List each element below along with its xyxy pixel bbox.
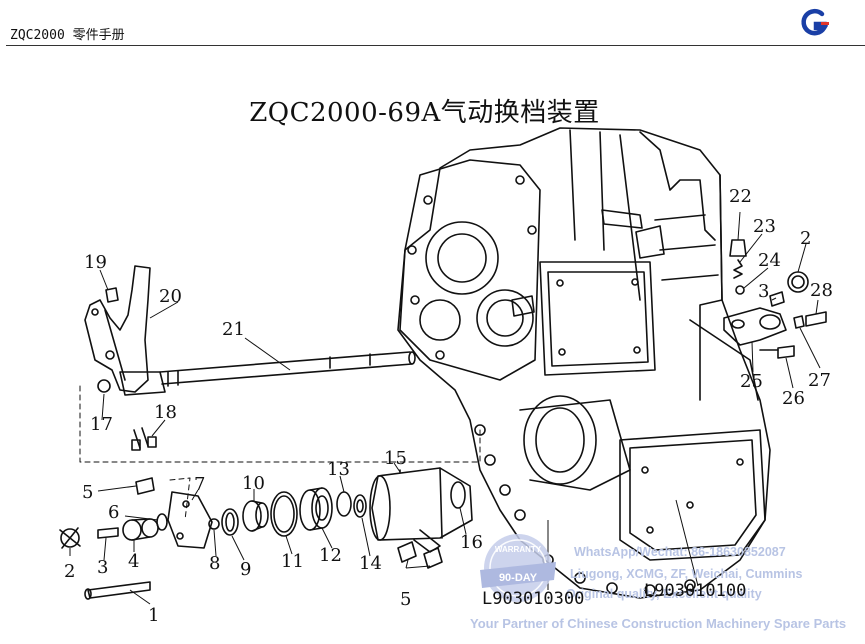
- callout-9: 9: [240, 559, 251, 580]
- callout-10: 10: [242, 473, 265, 494]
- callout-8: 8: [209, 553, 220, 574]
- part-number-cylinder: L903010300: [482, 589, 584, 609]
- watermark-tagline: Your Partner of Chinese Construction Mac…: [470, 616, 846, 631]
- company-logo-icon: [801, 8, 829, 36]
- header-divider: [6, 45, 865, 46]
- callout-7: 7: [194, 474, 205, 495]
- callout-3: 3: [97, 557, 108, 578]
- callout-12: 12: [319, 545, 342, 566]
- air-cylinder-exploded-row: [59, 467, 473, 600]
- seller-watermark: WARRANTY 90-DAY WhatsApp/Wechat: 86-1863…: [470, 534, 846, 631]
- manual-title: ZQC2000 零件手册: [10, 28, 125, 43]
- assembly-boundary: [79, 385, 481, 463]
- shift-fork-assembly: [84, 265, 166, 396]
- callout-11: 11: [281, 551, 304, 572]
- leader-lines: [69, 211, 821, 605]
- stamp-mid-text: 90-DAY: [499, 572, 538, 584]
- callout-18: 18: [154, 402, 177, 423]
- valve-bracket-assembly: [723, 239, 827, 359]
- callout-19: 19: [84, 252, 107, 273]
- page-header: ZQC2000 零件手册: [0, 0, 865, 46]
- callout-16: 16: [460, 532, 483, 553]
- callout-2: 2: [64, 561, 75, 582]
- callout-13: 13: [327, 459, 350, 480]
- callout-25: 25: [740, 371, 763, 392]
- callout-labels: 1 2 2 3 3 4 5 5 6 7 8 9 10 11 12 13 14 1…: [64, 186, 833, 626]
- callout-27: 27: [808, 370, 831, 391]
- callout-21: 21: [222, 319, 245, 340]
- watermark-quality: Original quality, Excellent quality: [566, 587, 762, 601]
- callout-2-upper: 2: [800, 228, 811, 249]
- callout-3-upper: 3: [758, 281, 769, 302]
- callout-24: 24: [758, 250, 781, 271]
- lockwasher-and-bolts: [97, 379, 157, 451]
- watermark-brands: Liugong, XCMG, ZF, Weichai, Cummins: [570, 567, 802, 581]
- callout-28: 28: [810, 280, 833, 301]
- callout-20: 20: [159, 286, 182, 307]
- transmission-housing: [397, 127, 771, 599]
- callout-6: 6: [108, 502, 119, 523]
- callout-5-lower: 5: [400, 589, 411, 610]
- callout-23: 23: [753, 216, 776, 237]
- callout-4: 4: [128, 551, 139, 572]
- diagram-title: ZQC2000-69A气动换档装置: [249, 98, 600, 128]
- shift-shaft: [159, 351, 416, 387]
- callout-5: 5: [82, 482, 93, 503]
- part-number-housing: L903010100: [644, 581, 746, 601]
- watermark-contact: WhatsApp/Wechat: 86-18630852087: [574, 545, 786, 559]
- warranty-stamp-icon: WARRANTY 90-DAY: [480, 534, 556, 602]
- callout-26: 26: [782, 388, 805, 409]
- stamp-top-text: WARRANTY: [495, 545, 542, 554]
- callout-15: 15: [384, 448, 407, 469]
- callout-14: 14: [359, 553, 382, 574]
- callout-1: 1: [148, 605, 159, 626]
- callout-22: 22: [729, 186, 752, 207]
- callout-17: 17: [90, 414, 113, 435]
